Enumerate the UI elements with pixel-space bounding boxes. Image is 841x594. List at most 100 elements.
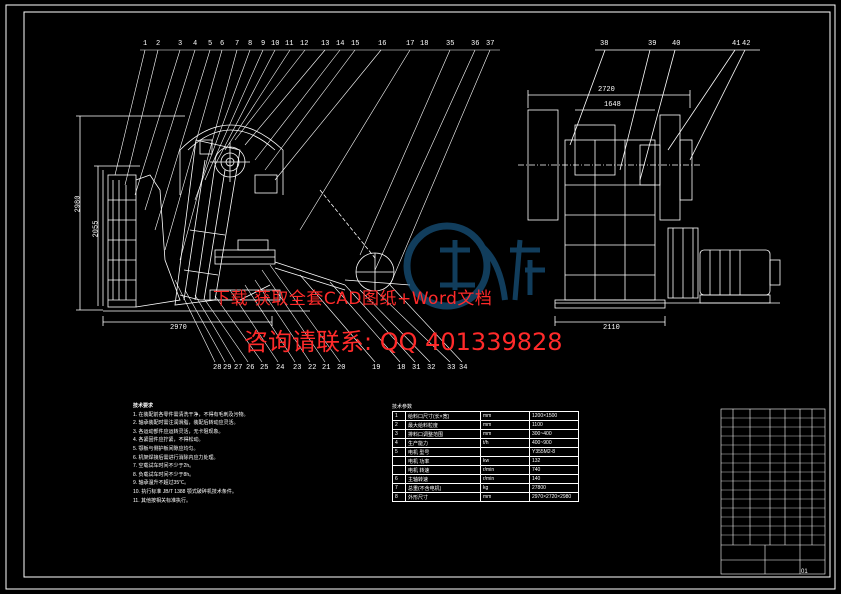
- spec-cell-unit: r/min: [480, 474, 530, 484]
- balloon-number: 18: [397, 364, 406, 372]
- note-line: 10. 执行标准 JB/T 1388 颚式破碎机技术条件。: [133, 488, 237, 495]
- balloon-number: 18: [420, 40, 429, 48]
- spec-cell-value: 1100: [529, 420, 579, 430]
- balloon-number: 7: [235, 40, 240, 48]
- spec-table-title: 技术参数: [392, 404, 413, 410]
- balloon-number: 25: [260, 364, 269, 372]
- spec-cell-value: 2970×2720×2980: [529, 492, 579, 502]
- spec-cell-value: 27800: [529, 483, 579, 493]
- spec-cell-value: 300~400: [529, 429, 579, 439]
- balloon-number: 8: [248, 40, 253, 48]
- balloon-number: 12: [300, 40, 309, 48]
- balloon-number: 26: [246, 364, 255, 372]
- balloon-number: 19: [372, 364, 381, 372]
- balloon-number: 9: [261, 40, 266, 48]
- spec-cell-unit: mm: [480, 420, 530, 430]
- note-line: 4. 各紧固件应拧紧，不得松动。: [133, 437, 204, 444]
- note-line: 3. 各运动部件应运转灵活，无卡阻现象。: [133, 428, 224, 435]
- balloon-number: 37: [486, 40, 495, 48]
- balloon-number: 27: [234, 364, 243, 372]
- dim-width-sub-right: 1648: [604, 101, 621, 109]
- note-line: 9. 轴承温升不超过35℃。: [133, 480, 190, 487]
- balloon-number: 33: [447, 364, 456, 372]
- balloon-number: 11: [285, 40, 294, 48]
- balloon-number: 29: [223, 364, 232, 372]
- balloon-number: 13: [321, 40, 330, 48]
- balloon-number: 3: [178, 40, 183, 48]
- spec-cell-value: 132: [529, 456, 579, 466]
- outer-border: [5, 4, 836, 590]
- spec-cell-unit: t/h: [480, 438, 530, 448]
- spec-cell-name: 电机 转速: [405, 465, 481, 475]
- spec-cell-unit: mm: [480, 492, 530, 502]
- dim-height-inner: 2055: [92, 220, 101, 238]
- balloon-number: 36: [471, 40, 480, 48]
- spec-cell-unit: kg: [480, 483, 530, 493]
- technical-notes: 技术要求 1. 在装配前各零件需清洗干净，不得有毛刺及污物。 2. 轴承装配时需注…: [133, 402, 303, 505]
- balloon-number: 38: [600, 40, 609, 48]
- spec-cell-unit: [480, 447, 530, 457]
- spec-cell-no: 7: [392, 483, 406, 493]
- spec-cell-value: 740: [529, 465, 579, 475]
- notes-title: 技术要求: [133, 403, 154, 409]
- spec-cell-unit: r/min: [480, 465, 530, 475]
- drawing-number: 01: [801, 569, 808, 575]
- spec-cell-name: 主轴转速: [405, 474, 481, 484]
- leader-lines-bottom: [174, 264, 463, 363]
- spec-cell-no: 2: [392, 420, 406, 430]
- spec-cell-unit: kw: [480, 456, 530, 466]
- note-line: 6. 机架焊接后需进行消除内应力处理。: [133, 454, 219, 461]
- spec-cell-no: 1: [392, 411, 406, 421]
- spec-cell-no: 4: [392, 438, 406, 448]
- note-line: 11. 其他按相关标准执行。: [133, 497, 191, 504]
- spec-cell-no: 5: [392, 447, 406, 457]
- spec-cell-name: 电机 功率: [405, 456, 481, 466]
- spec-cell-name: 总重(不含电机): [405, 483, 481, 493]
- spec-cell-no: 8: [392, 492, 406, 502]
- main-elevation-view: [76, 115, 411, 326]
- watermark-line-2: 咨询请联系: QQ 401339828: [244, 328, 563, 356]
- title-block-rows: [721, 417, 825, 536]
- spec-cell-no: 6: [392, 474, 406, 484]
- balloon-number: 4: [193, 40, 198, 48]
- spec-cell-value: Y355M2-8: [529, 447, 579, 457]
- balloon-number: 16: [378, 40, 387, 48]
- balloon-number: 6: [220, 40, 225, 48]
- balloon-number: 42: [742, 40, 751, 48]
- spec-cell-name: 最大给料粒度: [405, 420, 481, 430]
- side-elevation-view: [518, 49, 781, 326]
- balloon-number: 14: [336, 40, 345, 48]
- spec-cell-no: [392, 465, 406, 475]
- balloon-number: 34: [459, 364, 468, 372]
- balloon-number: 10: [271, 40, 280, 48]
- inner-border: [23, 11, 831, 578]
- spec-cell-name: 电机 型号: [405, 447, 481, 457]
- spec-cell-value: 140: [529, 474, 579, 484]
- note-line: 7. 空载试车时间不少于2h。: [133, 463, 195, 470]
- watermark-line-1: 下载 获取全套CAD图纸+Word文档: [213, 289, 493, 309]
- spec-cell-no: [392, 456, 406, 466]
- balloon-number: 5: [208, 40, 213, 48]
- balloon-number: 2: [156, 40, 161, 48]
- dim-width-bottom-right: 2110: [603, 324, 620, 332]
- spec-cell-value: 1200×1500: [529, 411, 579, 421]
- note-line: 2. 轴承装配时需注润滑脂，装配后转动应灵活。: [133, 420, 239, 427]
- spec-cell-name: 生产能力: [405, 438, 481, 448]
- dim-height-outer: 2980: [74, 195, 83, 213]
- spec-cell-name: 外形尺寸: [405, 492, 481, 502]
- spec-cell-unit: mm: [480, 429, 530, 439]
- balloon-number: 15: [351, 40, 360, 48]
- note-line: 1. 在装配前各零件需清洗干净，不得有毛刺及污物。: [133, 411, 249, 418]
- spec-cell-unit: mm: [480, 411, 530, 421]
- balloon-number: 41: [732, 40, 741, 48]
- spec-cell-name: 给料口尺寸(长×宽): [405, 411, 481, 421]
- spec-cell-name: 排料口调整范围: [405, 429, 481, 439]
